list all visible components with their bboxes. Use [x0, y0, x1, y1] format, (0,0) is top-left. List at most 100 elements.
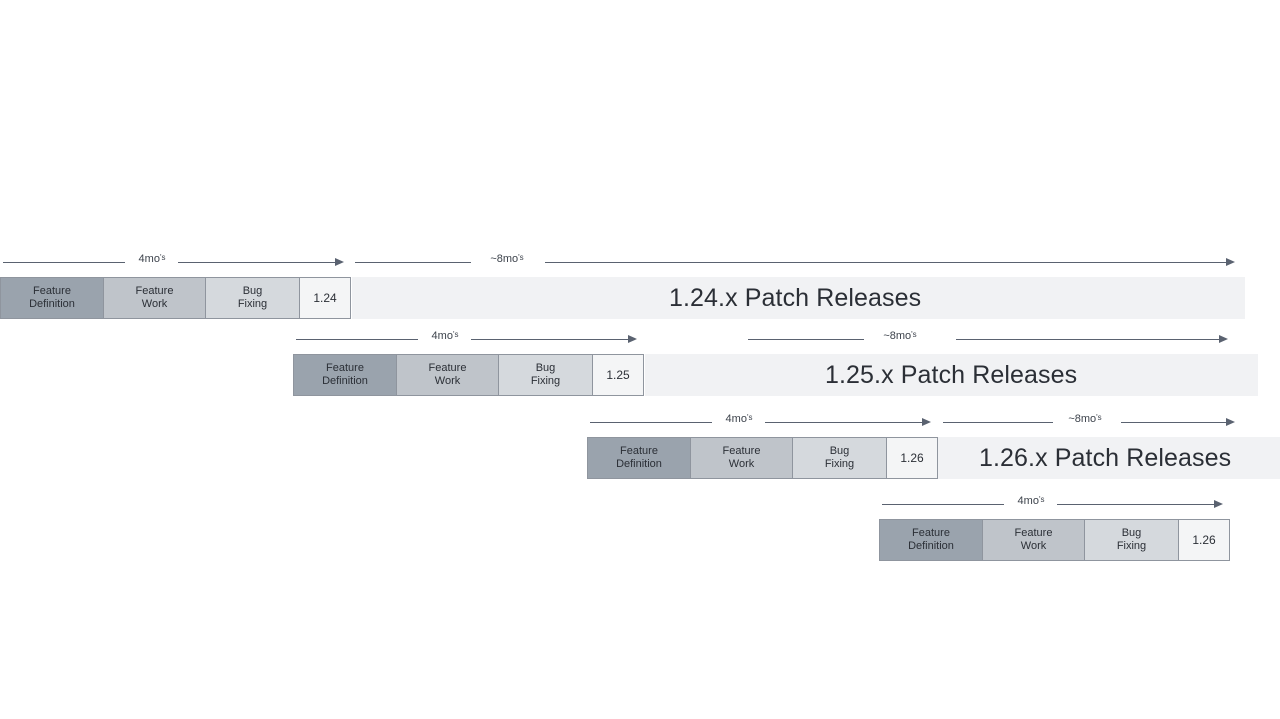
- phase-label-line1: Feature: [912, 527, 950, 539]
- phase-box-bug-fixing[interactable]: Bug Fixing: [792, 437, 887, 479]
- arrow-line-left: [943, 422, 1053, 423]
- phase-label-line2: Fixing: [824, 458, 855, 470]
- version-box-1-25[interactable]: 1.25: [592, 354, 644, 396]
- phase-box-feature-work[interactable]: Feature Work: [982, 519, 1085, 561]
- arrow-line-right: [1121, 422, 1229, 423]
- patch-release-band-1-26: [938, 437, 1280, 479]
- phase-label-line2: Fixing: [237, 298, 268, 310]
- duration-arrow-dev-1-26: 4mo's: [587, 411, 939, 435]
- duration-suffix: 's: [911, 330, 917, 339]
- phase-label-line1: Bug: [535, 362, 556, 374]
- phase-label-line2: Work: [728, 458, 755, 470]
- phase-box-feature-definition[interactable]: Feature Definition: [879, 519, 983, 561]
- phase-label-line1: Feature: [326, 362, 364, 374]
- phase-label-line2: Definition: [29, 298, 75, 310]
- phase-label-line2: Definition: [322, 375, 368, 387]
- arrow-line-left: [355, 262, 471, 263]
- arrow-line-right: [178, 262, 338, 263]
- duration-label-dev: 4mo's: [726, 413, 753, 425]
- phase-label-line2: Definition: [616, 458, 662, 470]
- duration-unit: mo: [437, 330, 453, 342]
- phase-box-bug-fixing[interactable]: Bug Fixing: [498, 354, 593, 396]
- patch-release-label-1-25: 1.25.x Patch Releases: [825, 361, 1078, 389]
- duration-label-dev: 4mo's: [1018, 495, 1045, 507]
- version-box-1-26-next[interactable]: 1.26: [1178, 519, 1230, 561]
- version-label: 1.26: [900, 450, 924, 465]
- patch-release-label-1-24: 1.24.x Patch Releases: [669, 284, 922, 312]
- arrow-line-left: [3, 262, 125, 263]
- phase-box-feature-work[interactable]: Feature Work: [103, 277, 206, 319]
- duration-label-patch: ~8mo's: [490, 253, 523, 265]
- duration-suffix: 's: [1096, 413, 1102, 422]
- duration-value: 4: [138, 253, 145, 265]
- phase-label-line1: Feature: [135, 285, 174, 297]
- phase-label-line1: Bug: [1121, 527, 1142, 539]
- patch-release-label-1-26: 1.26.x Patch Releases: [979, 444, 1232, 472]
- arrow-line-right: [545, 262, 1229, 263]
- arrow-head-icon: [1219, 335, 1228, 343]
- patch-release-band-1-24: [352, 277, 1245, 319]
- version-box-1-24[interactable]: 1.24: [299, 277, 351, 319]
- phase-label-line2: Fixing: [1116, 540, 1147, 552]
- arrow-head-icon: [628, 335, 637, 343]
- phase-box-bug-fixing[interactable]: Bug Fixing: [205, 277, 300, 319]
- duration-label-dev: 4mo's: [432, 330, 459, 342]
- arrow-line-right: [956, 339, 1222, 340]
- arrow-line-left: [590, 422, 712, 423]
- duration-unit: mo: [731, 413, 747, 425]
- phase-strip-1-24: Feature Definition Feature Work Bug Fixi…: [0, 277, 351, 319]
- duration-value: 4: [725, 413, 732, 425]
- duration-value: 4: [1017, 495, 1024, 507]
- arrow-line-left: [882, 504, 1004, 505]
- arrow-line-right: [471, 339, 631, 340]
- phase-label-line1: Feature: [428, 362, 467, 374]
- phase-label-line1: Feature: [722, 445, 761, 457]
- version-label: 1.26: [1192, 532, 1216, 547]
- duration-suffix: 's: [518, 253, 524, 262]
- duration-arrow-dev-1-25: 4mo's: [293, 328, 645, 352]
- arrow-head-icon: [335, 258, 344, 266]
- phase-label-line1: Feature: [1014, 527, 1053, 539]
- duration-suffix: 's: [1038, 495, 1045, 504]
- phase-box-feature-work[interactable]: Feature Work: [396, 354, 499, 396]
- duration-unit: mo: [144, 253, 160, 265]
- duration-unit: mo: [895, 330, 912, 342]
- duration-arrow-dev-1-24: 4mo's: [0, 251, 352, 275]
- duration-arrow-patch-1-24: ~8mo's: [355, 251, 1240, 275]
- phase-strip-1-26: Feature Definition Feature Work Bug Fixi…: [587, 437, 938, 479]
- phase-label-line2: Definition: [908, 540, 954, 552]
- patch-release-band-1-25: [645, 354, 1258, 396]
- duration-suffix: 's: [452, 330, 459, 339]
- duration-value: 4: [431, 330, 438, 342]
- phase-label-line1: Bug: [829, 445, 850, 457]
- duration-arrow-patch-1-25: ~8mo's: [748, 328, 1240, 352]
- phase-strip-1-26-next: Feature Definition Feature Work Bug Fixi…: [879, 519, 1230, 561]
- arrow-head-icon: [1214, 500, 1223, 508]
- duration-value: ~8: [1068, 413, 1081, 425]
- phase-label-line1: Feature: [33, 285, 71, 297]
- arrow-line-left: [748, 339, 864, 340]
- phase-box-feature-definition[interactable]: Feature Definition: [587, 437, 691, 479]
- phase-label-line1: Feature: [620, 445, 658, 457]
- duration-label-dev: 4mo's: [139, 253, 166, 265]
- duration-arrow-patch-1-26: ~8mo's: [943, 411, 1240, 435]
- phase-box-feature-definition[interactable]: Feature Definition: [0, 277, 104, 319]
- arrow-head-icon: [1226, 258, 1235, 266]
- version-label: 1.25: [606, 367, 630, 382]
- arrow-line-right: [1057, 504, 1217, 505]
- version-label: 1.24: [313, 290, 337, 305]
- phase-label-line2: Fixing: [530, 375, 561, 387]
- phase-label-line2: Work: [141, 298, 168, 310]
- phase-box-feature-definition[interactable]: Feature Definition: [293, 354, 397, 396]
- phase-box-feature-work[interactable]: Feature Work: [690, 437, 793, 479]
- phase-label-line1: Bug: [242, 285, 263, 297]
- phase-strip-1-25: Feature Definition Feature Work Bug Fixi…: [293, 354, 644, 396]
- phase-box-bug-fixing[interactable]: Bug Fixing: [1084, 519, 1179, 561]
- duration-label-patch: ~8mo's: [883, 330, 916, 342]
- arrow-head-icon: [922, 418, 931, 426]
- duration-value: ~8: [490, 253, 503, 265]
- duration-arrow-dev-1-26-next: 4mo's: [879, 493, 1231, 517]
- phase-label-line2: Work: [1020, 540, 1047, 552]
- version-box-1-26[interactable]: 1.26: [886, 437, 938, 479]
